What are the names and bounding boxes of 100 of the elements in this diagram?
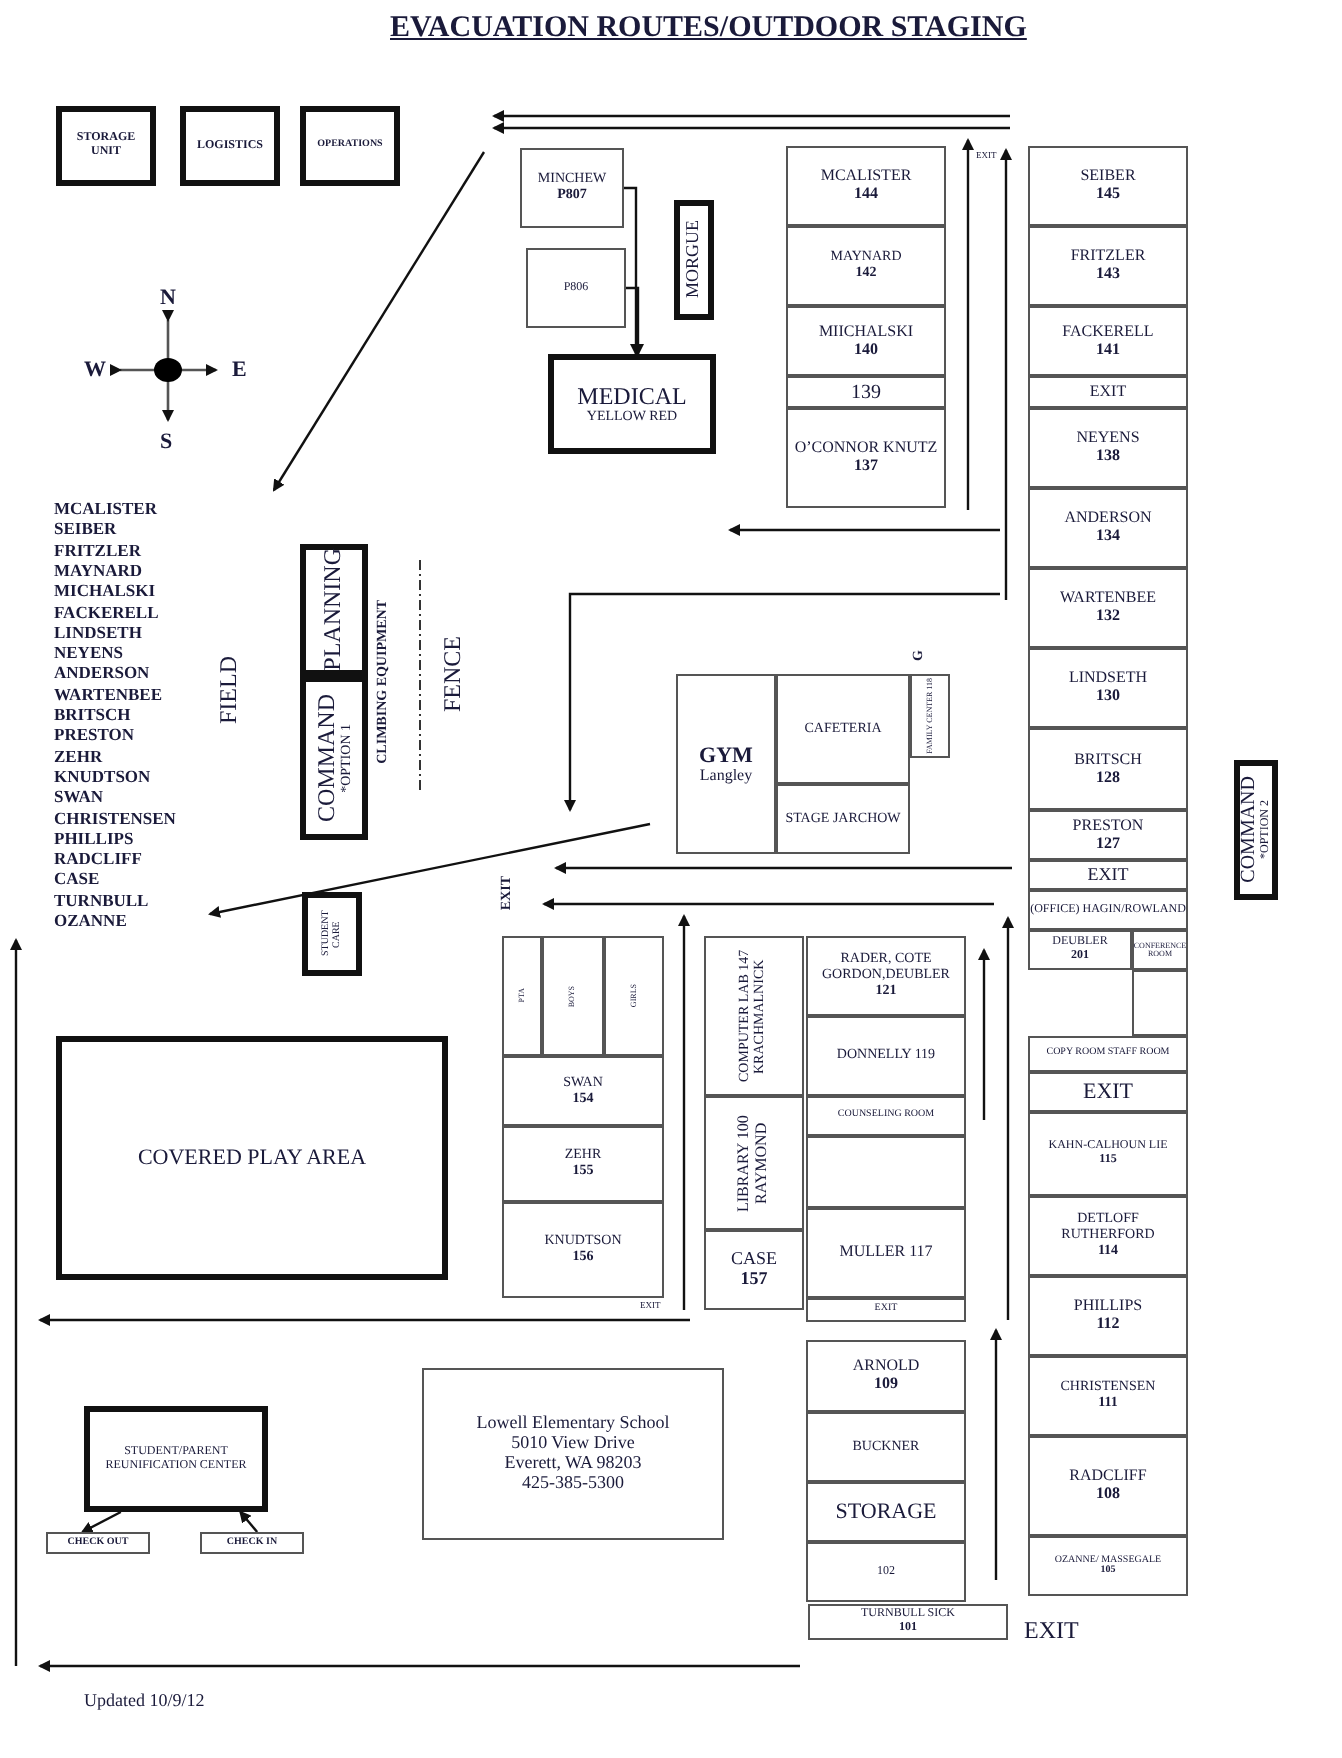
room-box	[786, 306, 946, 376]
staging-box	[300, 544, 368, 676]
room-number: 140	[854, 341, 878, 359]
room-box	[1028, 568, 1188, 648]
staging-box	[302, 892, 362, 976]
room-number: 141	[1096, 341, 1120, 359]
room-box	[776, 674, 910, 784]
arrow	[239, 1510, 259, 1533]
room-box	[704, 1096, 804, 1230]
map-label: E	[232, 358, 247, 383]
room-label: PLANNING	[320, 548, 348, 672]
map-label: S	[160, 430, 173, 455]
staff-name: NEYENS	[54, 644, 123, 663]
staging-box	[180, 106, 280, 186]
room-box	[808, 1604, 1008, 1640]
room-number: 108	[1096, 1486, 1120, 1504]
staff-name: BRITSCH	[54, 706, 131, 725]
room-box	[806, 936, 966, 1016]
room-box	[786, 146, 946, 226]
room-box	[1028, 146, 1188, 226]
room-box	[806, 1096, 966, 1136]
staff-name: MAYNARD	[54, 561, 143, 581]
room-box	[1132, 930, 1188, 970]
room-box	[806, 1340, 966, 1412]
room-label: ARNOLD	[852, 1358, 920, 1376]
staging-box	[84, 1406, 268, 1512]
room-box	[1028, 1536, 1188, 1596]
room-box	[520, 148, 624, 228]
room-box	[526, 248, 626, 328]
room-number: 109	[874, 1376, 898, 1394]
room-box	[806, 1298, 966, 1322]
staff-name: WARTENBEE	[54, 685, 163, 705]
room-sublabel: Langley	[699, 767, 753, 785]
staff-name: CASE	[54, 870, 100, 890]
room-box	[1028, 860, 1188, 890]
empty-room-box	[806, 1136, 966, 1208]
room-label: GYM	[699, 743, 753, 768]
room-label: COMMAND	[1238, 776, 1261, 884]
room-box	[1028, 648, 1188, 728]
staff-name: SWAN	[54, 788, 104, 808]
staff-name: LINDSETH	[54, 623, 142, 643]
room-box	[1028, 930, 1132, 970]
room-label: MEDICAL	[577, 383, 687, 410]
room-number: 157	[740, 1270, 768, 1290]
staging-box	[300, 106, 400, 186]
staff-name: KNUDTSON	[54, 767, 151, 787]
map-label: FENCE	[440, 636, 467, 713]
room-label: COMMAND	[313, 693, 340, 822]
room-number: 128	[1096, 769, 1120, 787]
room-box	[1028, 1196, 1188, 1276]
room-box	[502, 1056, 664, 1126]
room-label: ANDERSON	[1064, 510, 1152, 528]
staff-name: OZANNE	[54, 912, 127, 931]
room-box	[704, 936, 804, 1096]
room-box	[1028, 810, 1188, 860]
room-box	[1028, 1356, 1188, 1436]
room-box	[806, 1016, 966, 1096]
room-box	[806, 1412, 966, 1482]
room-label: MIICHALSKI	[818, 323, 914, 341]
room-label: Lowell Elementary School	[476, 1414, 670, 1435]
room-label: LIBRARY 100 RAYMOND	[736, 1112, 772, 1216]
room-box	[910, 674, 950, 758]
page-title: EVACUATION ROUTES/OUTDOOR STAGING	[388, 12, 1029, 46]
staff-name: FACKERELL	[54, 603, 159, 622]
staging-box	[548, 354, 716, 454]
play-area	[56, 1036, 448, 1280]
staff-name: ZEHR	[54, 747, 103, 766]
staff-name: SEIBER	[54, 520, 117, 540]
room-box	[776, 784, 910, 854]
room-box	[1028, 376, 1188, 408]
room-box	[502, 936, 542, 1056]
staff-name: PRESTON	[54, 726, 134, 746]
map-label: EXIT	[1024, 1618, 1079, 1645]
room-label: CASE	[730, 1250, 777, 1270]
room-number: 132	[1096, 608, 1120, 626]
room-box	[806, 1208, 966, 1298]
room-number: 145	[1096, 186, 1120, 204]
room-label: WARTENBEE	[1060, 590, 1156, 608]
room-label: PHILLIPS	[1073, 1298, 1143, 1316]
room-box	[676, 674, 776, 854]
room-number: 127	[1096, 835, 1120, 853]
room-number: 112	[1096, 1316, 1120, 1334]
room-label: EXIT	[1089, 383, 1127, 401]
room-label: O’CONNOR KNUTZ	[794, 440, 938, 458]
room-box	[786, 376, 946, 408]
staff-name: RADCLIFF	[54, 850, 142, 869]
address-box	[422, 1368, 724, 1540]
room-sublabel: 425-385-5300	[522, 1473, 624, 1494]
map-label: W	[84, 358, 106, 383]
room-box	[786, 226, 946, 306]
staging-box	[56, 106, 156, 186]
staff-name: TURNBULL	[54, 891, 149, 911]
room-box	[1028, 1036, 1188, 1072]
arrow	[624, 186, 642, 356]
room-box	[806, 1542, 966, 1602]
room-box	[502, 1202, 664, 1298]
room-label: MULLER 117	[839, 1244, 933, 1262]
room-label: MCALISTER	[820, 168, 912, 186]
room-box	[806, 1482, 966, 1542]
room-label: EXIT	[1082, 1079, 1134, 1105]
